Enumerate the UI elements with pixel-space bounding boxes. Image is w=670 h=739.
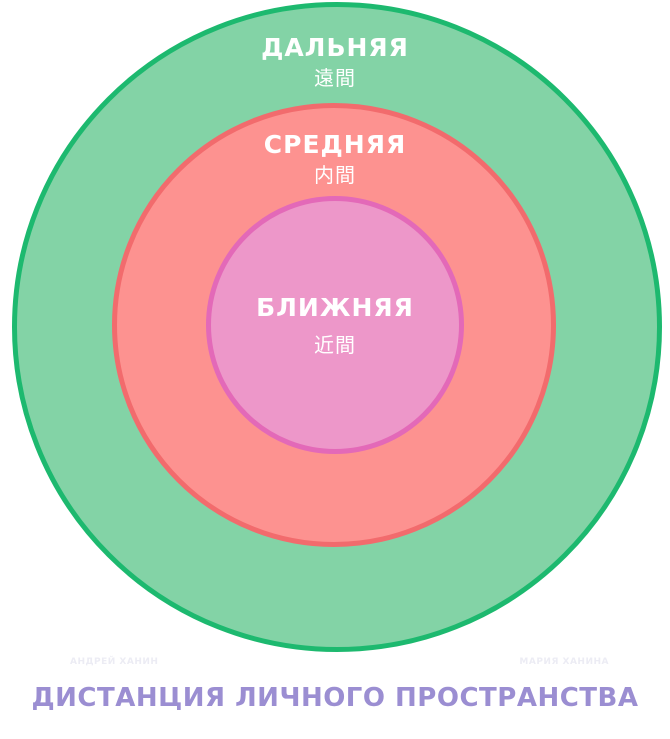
far-distance-label: ДАЛЬНЯЯ xyxy=(261,33,409,62)
near-distance-label: БЛИЖНЯЯ xyxy=(256,293,414,322)
far-distance-kanji: 遠間 xyxy=(314,66,356,90)
near-distance-circle xyxy=(206,196,464,454)
near-distance-kanji: 近間 xyxy=(314,333,356,357)
author-credit-right: МАРИЯ ХАНИНА xyxy=(519,657,609,667)
middle-distance-label: СРЕДНЯЯ xyxy=(263,130,407,159)
author-credit-left: АНДРЕЙ ХАНИН xyxy=(70,657,159,667)
middle-distance-kanji: 内間 xyxy=(314,163,356,187)
diagram-title: ДИСТАНЦИЯ ЛИЧНОГО ПРОСТРАНСТВА xyxy=(31,683,639,713)
